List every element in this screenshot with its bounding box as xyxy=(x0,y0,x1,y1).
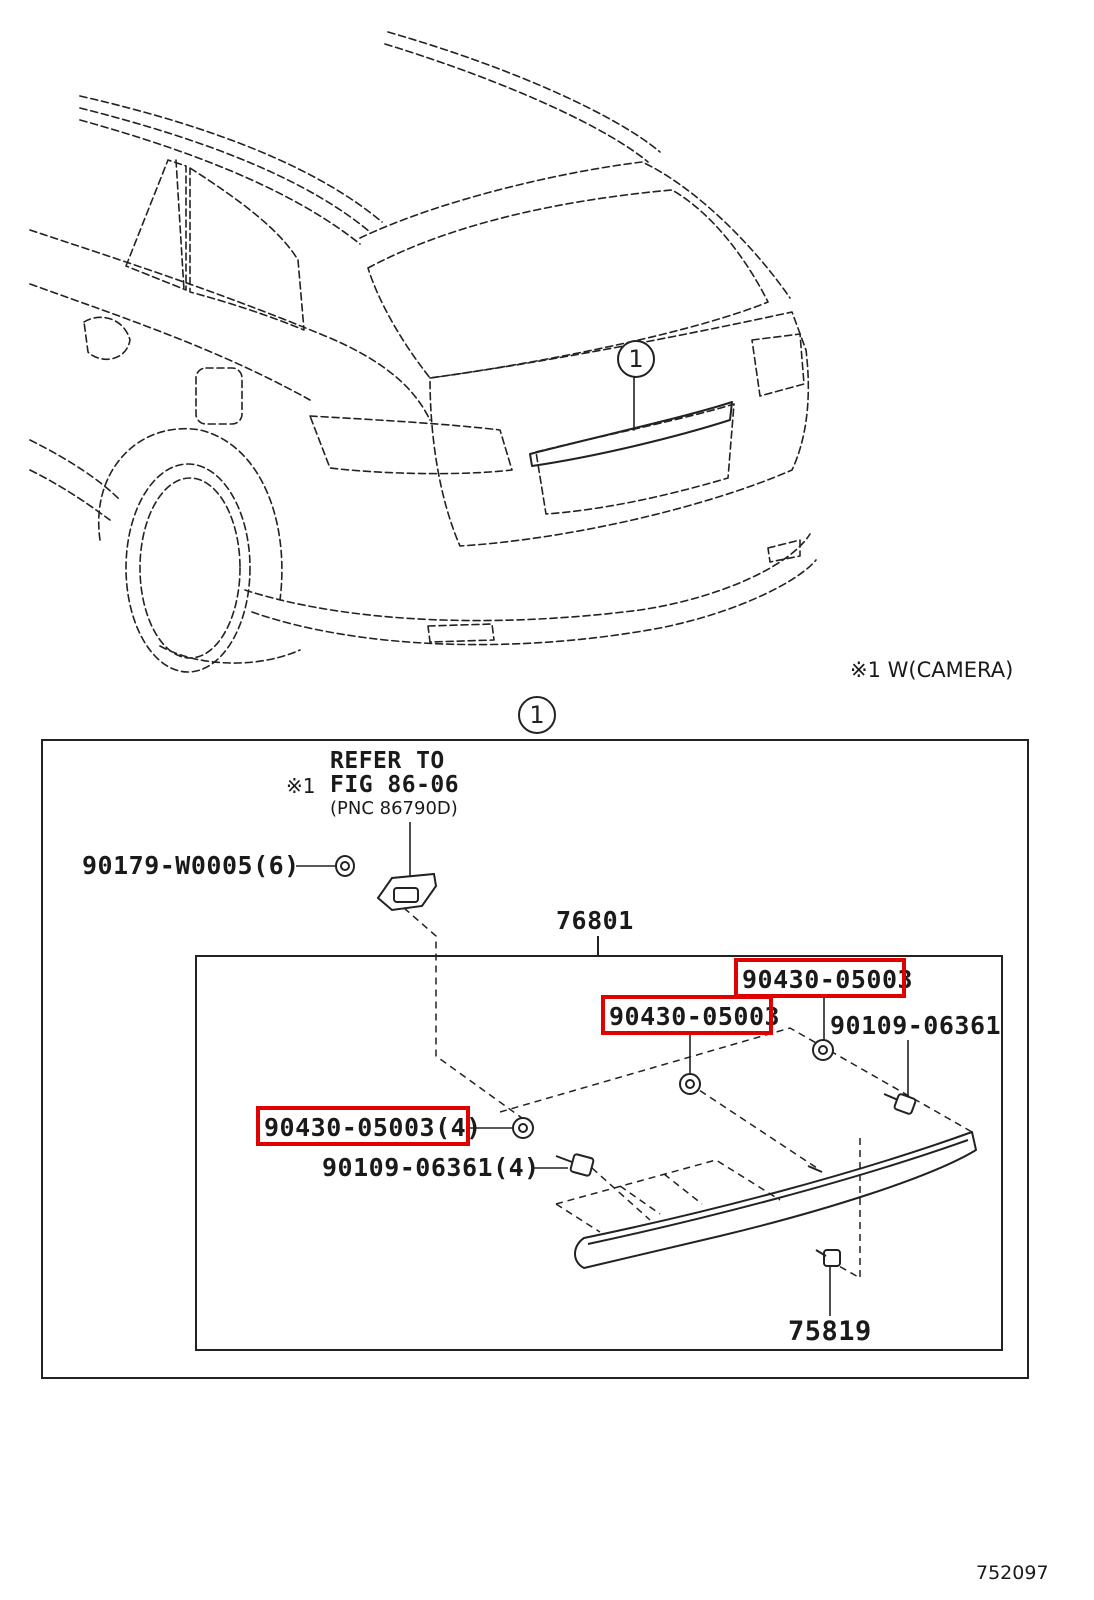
detail-callout: 1 xyxy=(518,696,556,734)
refer-to-line1: REFER TO xyxy=(330,748,445,774)
refer-to-line3: (PNC 86790D) xyxy=(330,798,458,819)
highlight-box-90430-mid xyxy=(601,995,773,1035)
overview-callout: 1 xyxy=(617,340,655,378)
part-label-90430-left[interactable]: 90430-05003(4) xyxy=(264,1113,482,1142)
part-label-90109-left[interactable]: 90109-06361(4) xyxy=(322,1153,540,1182)
part-label-75819[interactable]: 75819 xyxy=(788,1316,872,1347)
vehicle-outline xyxy=(29,31,817,673)
camera-note: ※1 W(CAMERA) xyxy=(850,658,1014,682)
part-label-90109-right[interactable]: 90109-06361 xyxy=(830,1011,1002,1040)
hardware-parts xyxy=(335,855,917,1267)
figure-number: 752097 xyxy=(976,1562,1049,1584)
detail-frame xyxy=(41,739,1029,1379)
part-label-90430-top[interactable]: 90430-05003 xyxy=(742,965,914,994)
highlight-box-90430-top xyxy=(734,958,906,998)
highlight-box-90430-left xyxy=(256,1106,470,1146)
garnish-bar xyxy=(574,1131,977,1269)
part-label-76801[interactable]: 76801 xyxy=(556,906,634,935)
part-label-90179[interactable]: 90179-W0005(6) xyxy=(82,851,300,880)
refer-to-prefix: ※1 xyxy=(286,774,316,798)
part-label-90430-mid[interactable]: 90430-05003 xyxy=(609,1002,781,1031)
refer-to-line2: FIG 86-06 xyxy=(330,772,460,798)
